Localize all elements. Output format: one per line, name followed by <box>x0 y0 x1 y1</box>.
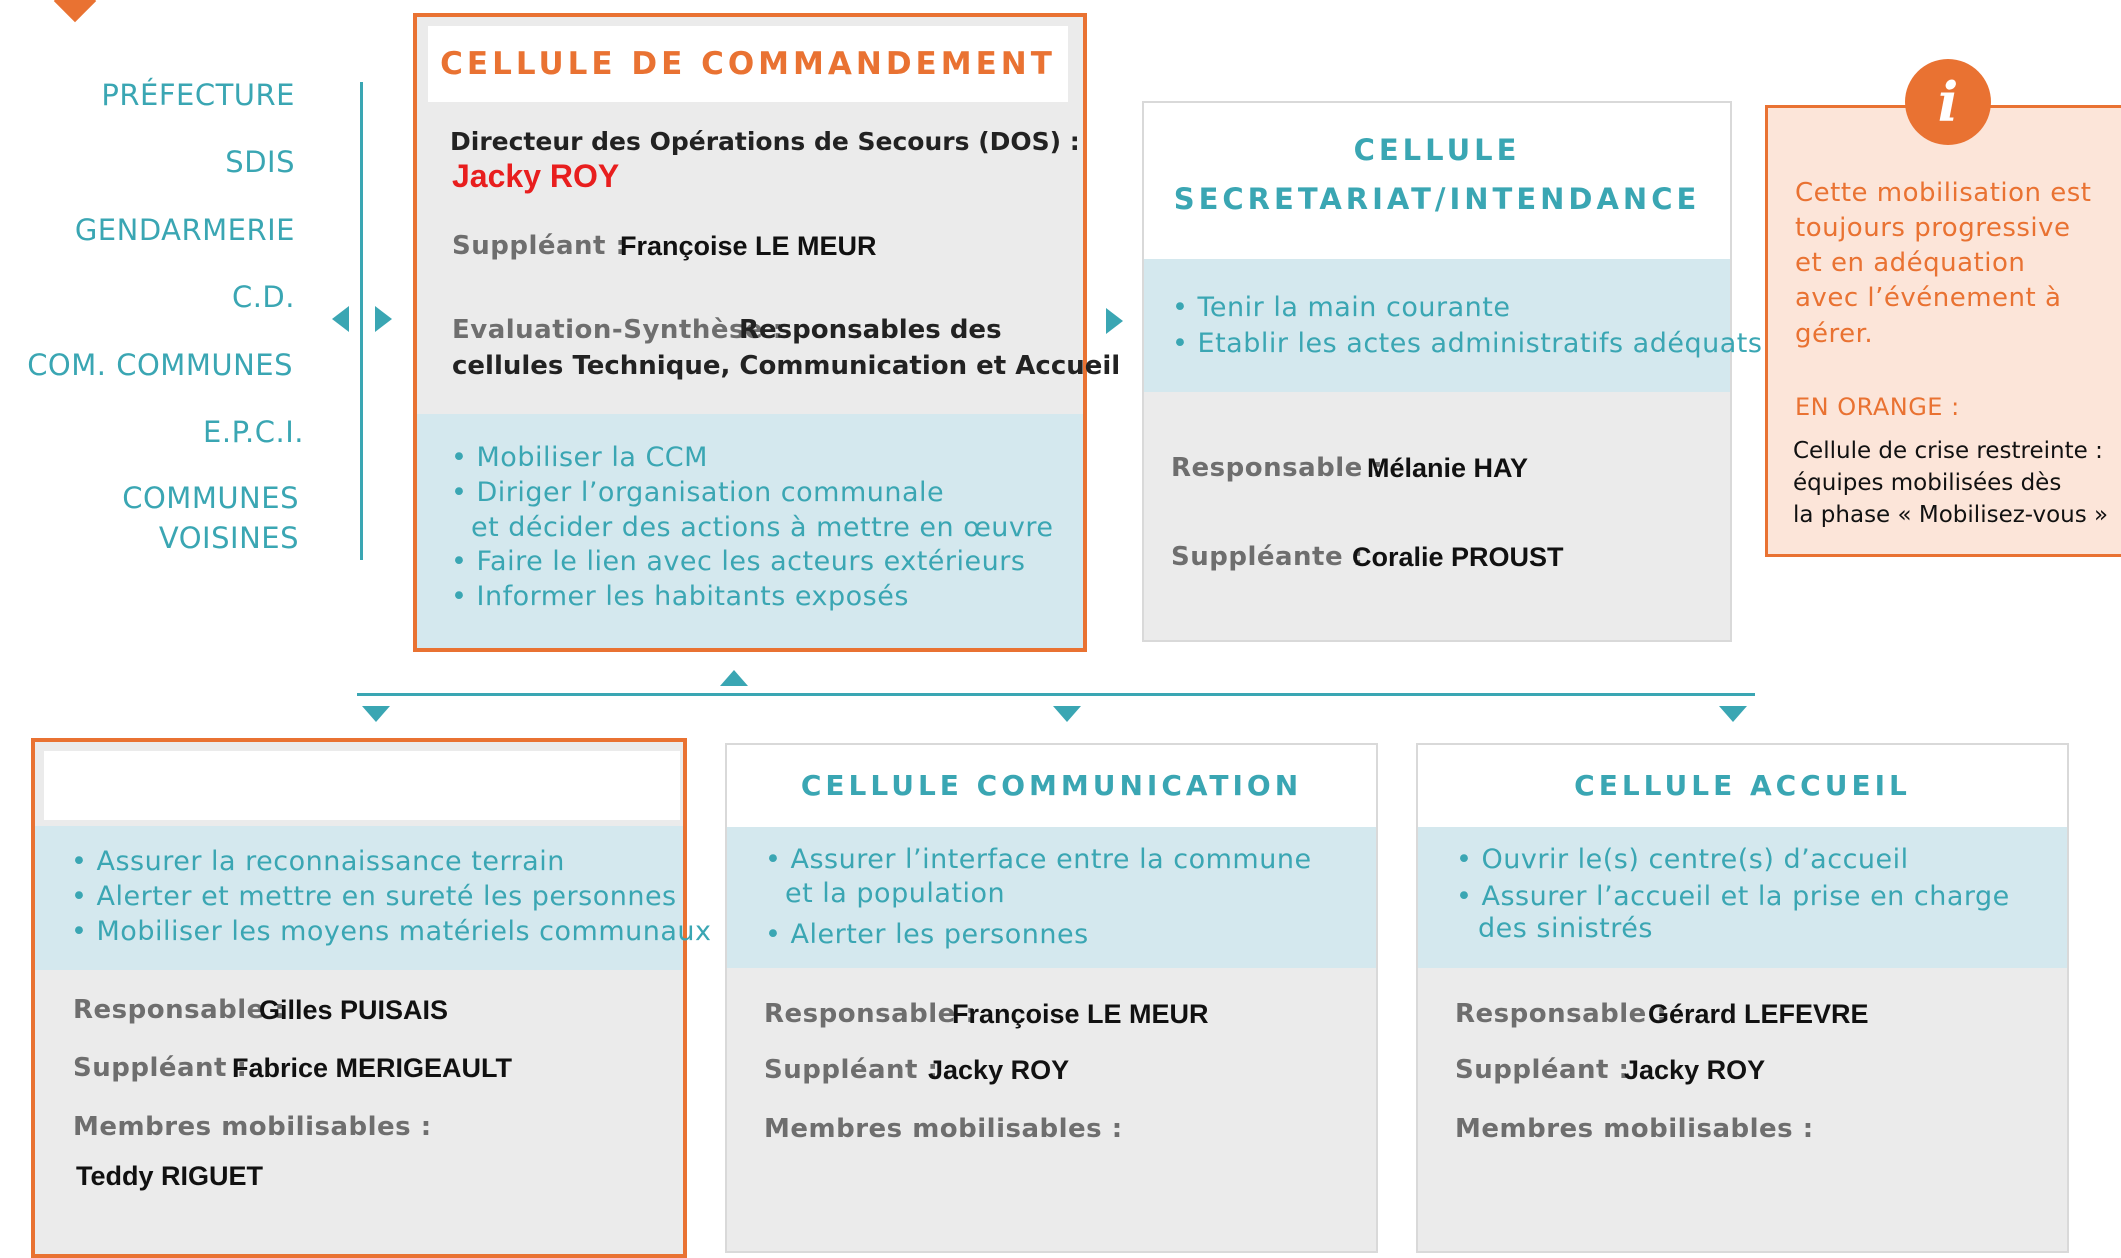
technique-task: • Assurer la reconnaissance terrain <box>71 846 565 877</box>
secretariat-title: CELLULE SECRETARIAT/INTENDANCE <box>1144 103 1730 259</box>
secretariat-title-line-1: CELLULE <box>1353 133 1521 167</box>
eval-label: Evaluation-Synthèse : <box>452 315 784 345</box>
communication-responsable-label: Responsable : <box>764 999 977 1029</box>
accueil-tasks-band <box>1418 827 2067 968</box>
secretariat-title-line-2: SECRETARIAT/INTENDANCE <box>1173 182 1701 216</box>
arrow-down-icon <box>1719 706 1747 722</box>
commandement-task: • Faire le lien avec les acteurs extérie… <box>451 546 1026 577</box>
technique-suppleant-label: Suppléant : <box>73 1053 248 1083</box>
technique-title <box>44 751 680 820</box>
commandement-suppleant-label: Suppléant : <box>452 231 627 261</box>
communication-tasks-band <box>727 827 1376 968</box>
technique-box <box>31 738 687 1258</box>
info-text-line: toujours progressive <box>1795 213 2071 243</box>
accueil-task: des sinistrés <box>1478 913 1653 944</box>
communication-membres-label: Membres mobilisables : <box>764 1114 1123 1144</box>
technique-membre: Teddy RIGUET <box>76 1161 264 1191</box>
accueil-task: • Ouvrir le(s) centre(s) d’accueil <box>1456 844 1909 875</box>
accueil-task: • Assurer l’accueil et la prise en charg… <box>1456 881 2010 912</box>
technique-suppleant-name: Fabrice MERIGEAULT <box>232 1053 513 1083</box>
info-orange-text-line: la phase « Mobilisez-vous » <box>1793 502 2109 528</box>
info-text-line: Cette mobilisation est <box>1795 178 2092 208</box>
arrow-left-icon <box>332 306 349 332</box>
info-orange-text-line: équipes mobilisées dès <box>1793 470 2062 496</box>
dos-label: Directeur des Opérations de Secours (DOS… <box>450 127 1080 156</box>
partner-com-communes: COM. COMMUNES <box>27 348 293 382</box>
partner-voisines: VOISINES <box>158 521 299 555</box>
partner-prefecture: PRÉFECTURE <box>101 78 295 112</box>
commandement-task: et décider des actions à mettre en œuvre <box>471 512 1054 543</box>
communication-suppleant-label: Suppléant : <box>764 1055 939 1085</box>
communication-task: • Assurer l’interface entre la commune <box>765 844 1312 875</box>
commandement-task: • Mobiliser la CCM <box>451 442 708 473</box>
technique-responsable-label: Responsable : <box>73 995 286 1025</box>
technique-task: • Alerter et mettre en sureté les person… <box>71 881 677 912</box>
commandement-task: • Informer les habitants exposés <box>451 581 909 612</box>
communication-task: • Alerter les personnes <box>765 919 1089 950</box>
commandement-task: • Diriger l’organisation communale <box>451 477 945 508</box>
partner-gendarmerie: GENDARMERIE <box>74 213 295 247</box>
partner-cd: C.D. <box>231 280 295 314</box>
technique-membres-label: Membres mobilisables : <box>73 1112 432 1142</box>
accueil-suppleant-name: Jacky ROY <box>1624 1055 1766 1085</box>
info-orange-label: EN ORANGE : <box>1795 393 1960 421</box>
arrow-right-icon <box>1106 308 1123 334</box>
eval-value-2: cellules Technique, Communication et Acc… <box>452 351 1121 381</box>
communication-suppleant-name: Jacky ROY <box>928 1055 1070 1085</box>
accueil-title: CELLULE ACCUEIL <box>1418 745 2067 827</box>
communication-title: CELLULE COMMUNICATION <box>727 745 1376 827</box>
technique-tasks-band <box>35 826 683 970</box>
technique-responsable-name: Gilles PUISAIS <box>259 995 449 1025</box>
partner-communes: COMMUNES <box>122 481 299 515</box>
accueil-responsable-name: Gérard LEFEVRE <box>1648 999 1869 1029</box>
connector-line <box>357 693 1755 696</box>
arrow-down-icon <box>1053 706 1081 722</box>
info-text-line: gérer. <box>1795 319 1874 349</box>
secretariat-responsable-label: Responsable : <box>1171 453 1384 483</box>
accueil-responsable-label: Responsable : <box>1455 999 1668 1029</box>
arrow-down-icon <box>362 706 390 722</box>
dos-name: Jacky ROY <box>452 158 620 194</box>
secretariat-suppleante-label: Suppléante : <box>1171 542 1364 572</box>
technique-task: • Mobiliser les moyens matériels communa… <box>71 916 712 947</box>
partners-divider <box>360 82 363 560</box>
secretariat-suppleante-name: Coralie PROUST <box>1352 542 1564 572</box>
partner-epci: E.P.C.I. <box>203 415 304 449</box>
arrow-right-icon <box>375 306 392 332</box>
eval-value-1: Responsables des <box>739 315 1002 345</box>
commandement-title: CELLULE DE COMMANDEMENT <box>428 26 1068 102</box>
secretariat-task: • Etablir les actes administratifs adéqu… <box>1172 328 1763 359</box>
accueil-membres-label: Membres mobilisables : <box>1455 1114 1814 1144</box>
secretariat-task: • Tenir la main courante <box>1172 292 1511 323</box>
secretariat-tasks-band <box>1144 259 1730 392</box>
communication-task: et la population <box>785 878 1006 909</box>
arrow-up-icon <box>720 670 748 686</box>
info-text-line: avec l’événement à <box>1795 283 2062 313</box>
accueil-suppleant-label: Suppléant : <box>1455 1055 1630 1085</box>
commandement-tasks-band <box>417 414 1083 648</box>
communication-responsable-name: Françoise LE MEUR <box>952 999 1209 1029</box>
corner-marker <box>53 0 97 23</box>
partner-sdis: SDIS <box>225 145 295 179</box>
info-icon: i <box>1905 59 1991 145</box>
info-text-line: et en adéquation <box>1795 248 2026 278</box>
commandement-suppleant-name: Françoise LE MEUR <box>620 231 877 261</box>
info-orange-text-line: Cellule de crise restreinte : <box>1793 438 2103 464</box>
secretariat-responsable-name: Mélanie HAY <box>1367 453 1529 483</box>
